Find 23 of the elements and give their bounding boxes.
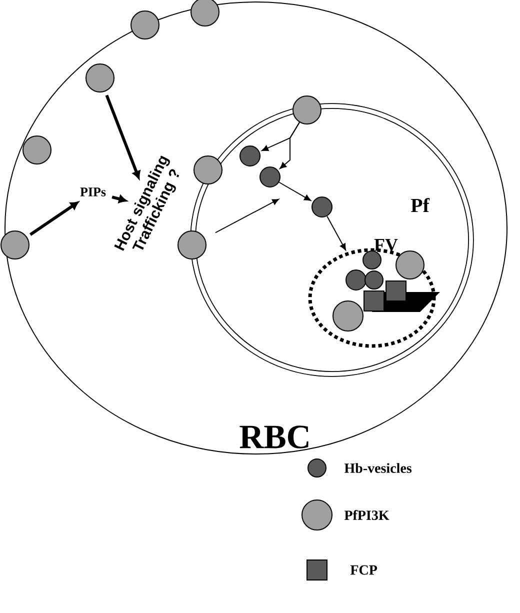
circle-marker <box>130 10 160 40</box>
label-text: PIPs <box>80 188 106 196</box>
arrow <box>280 122 300 169</box>
vesicle-circle <box>240 146 260 166</box>
circle-marker <box>86 64 114 92</box>
arrow <box>29 202 78 236</box>
arrow <box>326 216 346 250</box>
legend-text: PfPI3K <box>344 510 390 520</box>
node-label: FV <box>374 238 398 252</box>
vesicle-circle <box>312 196 332 218</box>
circle-marker <box>0 230 30 260</box>
arrow <box>112 195 127 203</box>
vesicle-circle <box>260 166 280 188</box>
legend-text: FCP <box>350 565 378 575</box>
legend-text: Hb-vesicles <box>344 463 412 473</box>
circle-marker <box>22 136 52 164</box>
arrow <box>214 198 280 234</box>
arrow <box>105 94 140 179</box>
circle-marker <box>178 230 206 260</box>
arrow <box>278 182 311 201</box>
circle-marker <box>292 96 322 124</box>
vacuole-outline: FV <box>308 238 436 348</box>
circle-marker <box>194 156 222 184</box>
